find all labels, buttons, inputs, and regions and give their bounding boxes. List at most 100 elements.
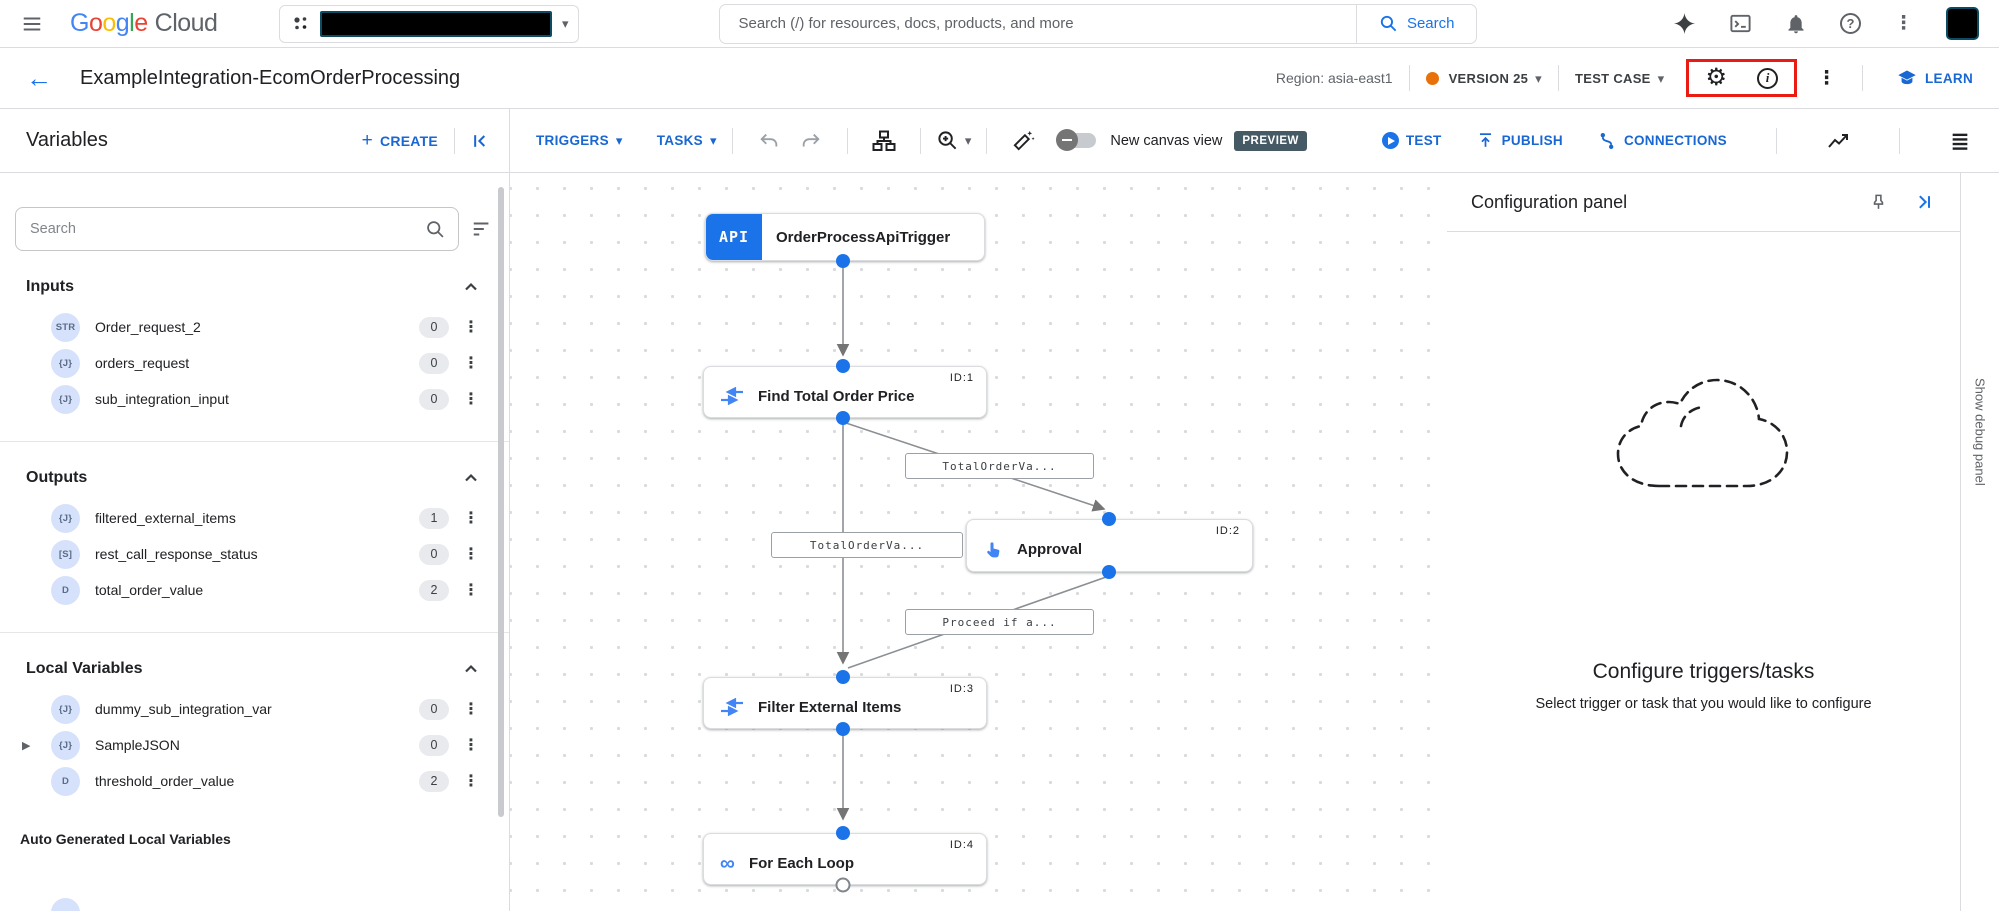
edge-label-chip[interactable]: TotalOrderVa... — [905, 453, 1094, 479]
global-search-input[interactable] — [720, 15, 1356, 32]
variable-row[interactable]: ▶ {J} SampleJSON 0 ⋮ — [0, 727, 509, 763]
node-order-process-api-trigger[interactable]: API OrderProcessApiTrigger — [705, 213, 985, 261]
node-for-each-loop[interactable]: ID:4 ∞ For Each Loop — [703, 833, 987, 885]
variable-row[interactable]: STR Order_request_2 0 ⋮ — [0, 309, 509, 345]
pin-icon[interactable] — [1869, 193, 1888, 212]
more-options-icon[interactable]: ⋮ — [463, 391, 479, 408]
section-header-local-variables[interactable]: Local Variables — [26, 647, 479, 691]
cloud-shell-icon[interactable] — [1729, 12, 1752, 35]
project-name-redacted — [320, 10, 552, 37]
variable-row[interactable]: D total_order_value 2 ⋮ — [0, 572, 509, 608]
count-badge: 2 — [419, 770, 449, 792]
connections-label: CONNECTIONS — [1623, 133, 1727, 148]
more-options-icon[interactable]: ⋮ — [463, 737, 479, 754]
new-canvas-view-toggle[interactable] — [1056, 129, 1097, 151]
integration-canvas[interactable]: API OrderProcessApiTrigger ID:1 Find Tot… — [510, 173, 1447, 911]
chevron-up-icon[interactable] — [463, 661, 479, 677]
analytics-icon[interactable] — [1826, 129, 1850, 153]
create-label: CREATE — [379, 132, 438, 149]
more-options-icon[interactable]: ⋮ — [463, 510, 479, 527]
triggers-menu[interactable]: TRIGGERS ▾ — [536, 133, 623, 148]
top-overflow-menu-icon[interactable]: ⋮ — [1894, 12, 1913, 35]
execution-logs-icon[interactable] — [1949, 130, 1971, 152]
back-button[interactable]: ← — [26, 63, 52, 93]
variable-name: total_order_value — [95, 582, 204, 598]
data-mapping-icon — [720, 698, 744, 716]
more-options-icon[interactable]: ⋮ — [463, 319, 479, 336]
zoom-in-icon — [938, 131, 957, 150]
variable-row[interactable]: {J} filtered_external_items 1 ⋮ — [0, 500, 509, 536]
node-filter-external-items[interactable]: ID:3 Filter External Items — [703, 677, 987, 729]
test-case-menu[interactable]: TEST CASE ▾ — [1575, 71, 1664, 86]
collapse-panel-icon[interactable] — [471, 131, 491, 151]
info-icon[interactable]: i — [1757, 67, 1778, 89]
api-trigger-badge: API — [706, 214, 762, 260]
more-options-icon[interactable]: ⋮ — [463, 582, 479, 599]
undo-icon[interactable] — [756, 128, 782, 154]
more-options-icon[interactable]: ⋮ — [463, 546, 479, 563]
empty-state-subtext: Select trigger or task that you would li… — [1535, 696, 1872, 712]
sort-icon[interactable] — [471, 218, 493, 240]
create-variable-button[interactable]: + CREATE — [362, 130, 438, 152]
auto-generated-variables-heading: Auto Generated Local Variables — [20, 831, 231, 847]
search-button-label: Search — [1406, 15, 1455, 32]
avatar[interactable] — [1946, 7, 1979, 40]
test-button[interactable]: TEST — [1381, 132, 1442, 149]
variable-row[interactable]: D threshold_order_value 2 ⋮ — [0, 763, 509, 799]
settings-gear-icon[interactable]: ⚙ — [1705, 64, 1727, 91]
help-icon[interactable]: ? — [1840, 13, 1861, 34]
connections-button[interactable]: CONNECTIONS — [1597, 131, 1727, 151]
logo-letter: e — [134, 9, 148, 37]
hamburger-menu-icon[interactable] — [16, 8, 48, 40]
edge-label-chip[interactable]: TotalOrderVa... — [771, 532, 963, 558]
separator — [731, 127, 733, 154]
learn-link[interactable]: LEARN — [1897, 68, 1973, 88]
type-badge-double: D — [51, 575, 80, 605]
project-selector[interactable]: ▾ — [279, 4, 580, 43]
separator — [1408, 65, 1410, 91]
edge-label-chip[interactable]: Proceed if a... — [905, 609, 1094, 635]
section-header-inputs[interactable]: Inputs — [26, 265, 479, 309]
chevron-up-icon[interactable] — [463, 470, 479, 486]
variable-row[interactable]: [S] rest_call_response_status 0 ⋮ — [0, 536, 509, 572]
publish-button[interactable]: PUBLISH — [1476, 131, 1563, 150]
version-menu[interactable]: VERSION 25 ▾ — [1449, 71, 1542, 86]
publish-label: PUBLISH — [1501, 133, 1563, 148]
gemini-icon[interactable] — [1673, 12, 1696, 35]
more-options-icon[interactable]: ⋮ — [463, 701, 479, 718]
auto-layout-icon[interactable] — [871, 128, 897, 154]
variable-row[interactable]: {J} dummy_sub_integration_var 0 ⋮ — [0, 691, 509, 727]
node-find-total-order-price[interactable]: ID:1 Find Total Order Price — [703, 366, 987, 418]
tasks-menu[interactable]: TASKS ▾ — [657, 133, 717, 148]
plus-icon: + — [361, 129, 373, 151]
variable-row[interactable]: {J} sub_integration_input 0 ⋮ — [0, 381, 509, 417]
variable-row[interactable]: {J} orders_request 0 ⋮ — [0, 345, 509, 381]
sidebar-scrollbar[interactable] — [498, 187, 504, 817]
node-approval[interactable]: ID:2 Approval — [966, 519, 1253, 572]
count-badge: 0 — [419, 543, 449, 565]
publish-icon — [1479, 133, 1491, 147]
search-button[interactable]: Search — [1355, 4, 1477, 43]
node-id-badge: ID:3 — [949, 683, 974, 695]
redo-icon[interactable] — [798, 128, 824, 154]
expand-arrow-icon[interactable]: ▶ — [22, 739, 31, 752]
separator — [1862, 65, 1863, 91]
section-title: Local Variables — [26, 660, 143, 677]
integration-app-bar: ← ExampleIntegration-EcomOrderProcessing… — [0, 48, 1999, 109]
type-badge-string: STR — [51, 312, 80, 342]
zoom-control[interactable]: ▾ — [936, 129, 971, 152]
section-header-outputs[interactable]: Outputs — [26, 456, 479, 500]
variables-search-input[interactable] — [30, 221, 425, 237]
app-overflow-menu-icon[interactable]: ⋮ — [1817, 67, 1836, 90]
show-debug-panel-strip[interactable]: Show debug panel — [1960, 173, 1999, 911]
beautify-wand-icon[interactable] — [1010, 128, 1036, 154]
more-options-icon[interactable]: ⋮ — [463, 773, 479, 790]
collapse-right-icon[interactable] — [1914, 192, 1934, 212]
notifications-icon[interactable] — [1785, 13, 1807, 35]
editor-toolbar: Variables + CREATE TRIGGERS ▾ TASKS ▾ — [0, 109, 1999, 173]
node-title: Approval — [1017, 541, 1083, 558]
chevron-up-icon[interactable] — [463, 279, 479, 295]
more-options-icon[interactable]: ⋮ — [463, 355, 479, 372]
